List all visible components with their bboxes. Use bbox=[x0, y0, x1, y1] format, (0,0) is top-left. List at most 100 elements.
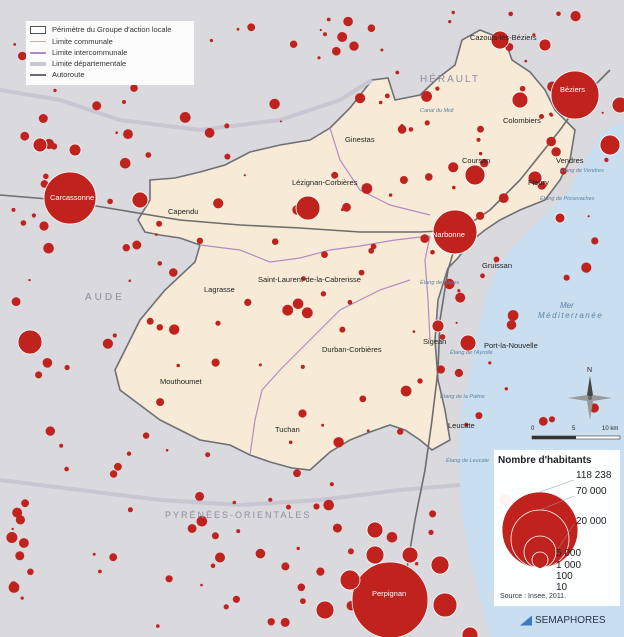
population-dot bbox=[367, 24, 376, 32]
region-label-herault: HÉRAULT bbox=[420, 72, 480, 85]
population-dot bbox=[538, 38, 552, 52]
population-dot bbox=[209, 38, 213, 43]
semaphores-logo: SEMAPHORES bbox=[520, 615, 606, 626]
population-dot bbox=[439, 334, 446, 340]
population-dot bbox=[43, 171, 97, 225]
population-dot bbox=[15, 551, 25, 561]
population-dot bbox=[15, 515, 25, 525]
population-dot bbox=[169, 324, 180, 335]
compass-rose bbox=[568, 376, 612, 420]
population-dot bbox=[431, 319, 445, 333]
population-dot bbox=[280, 617, 290, 627]
population-dot bbox=[293, 469, 301, 478]
population-dot bbox=[210, 563, 216, 569]
population-dot bbox=[156, 220, 163, 227]
place-label: Gruissan bbox=[482, 261, 512, 270]
population-dot bbox=[436, 365, 445, 374]
population-dot bbox=[281, 562, 290, 571]
population-dot bbox=[480, 273, 485, 279]
population-dot bbox=[548, 416, 556, 423]
place-label: Colombiers bbox=[503, 116, 541, 125]
population-dot bbox=[488, 361, 492, 365]
population-dot bbox=[347, 299, 353, 305]
population-dot bbox=[591, 237, 599, 245]
legend-item-gal-perimeter: Périmètre du Groupe d'action locale bbox=[30, 25, 171, 34]
population-dot bbox=[292, 298, 304, 310]
population-dot bbox=[267, 618, 275, 626]
population-dot bbox=[464, 164, 486, 186]
population-dot bbox=[244, 298, 252, 306]
population-dot bbox=[122, 100, 126, 104]
legend-swatch-box bbox=[30, 25, 46, 34]
population-dot bbox=[347, 548, 354, 555]
population-dot bbox=[370, 243, 377, 250]
population-dot bbox=[126, 451, 132, 456]
population-dot bbox=[157, 261, 163, 266]
legend-swatch-line bbox=[30, 73, 46, 76]
size-legend-value: 118 238 bbox=[576, 470, 612, 481]
population-dot bbox=[316, 567, 325, 576]
population-dot bbox=[457, 289, 461, 293]
population-dot bbox=[236, 529, 241, 534]
population-dots bbox=[6, 10, 624, 637]
population-dot bbox=[115, 131, 118, 134]
population-dot bbox=[102, 338, 113, 349]
population-dot bbox=[204, 127, 215, 138]
population-dot bbox=[43, 242, 54, 254]
population-dot bbox=[22, 544, 25, 547]
population-dot bbox=[361, 183, 373, 194]
scale-label-0: 0 bbox=[531, 426, 535, 432]
population-dot bbox=[211, 358, 220, 367]
population-dot bbox=[42, 358, 53, 368]
water-label-pissevaches: Étang de Pissevaches bbox=[540, 195, 595, 202]
population-dot bbox=[408, 127, 414, 132]
population-dot bbox=[508, 11, 513, 17]
population-dot bbox=[366, 521, 384, 539]
population-dot bbox=[187, 524, 197, 533]
scale-label-10: 10 km bbox=[602, 426, 618, 432]
logo-text: SEMAPHORES bbox=[535, 615, 606, 626]
population-dot bbox=[11, 527, 14, 531]
place-label: Durban-Corbières bbox=[322, 345, 382, 354]
place-label: Ginestas bbox=[345, 135, 375, 144]
population-size-legend: Nombre d'habitants 118 238 70 000 20 000… bbox=[494, 450, 620, 606]
population-dot bbox=[19, 538, 29, 548]
population-dot bbox=[20, 131, 30, 141]
population-dot bbox=[358, 269, 365, 276]
population-dot bbox=[130, 84, 138, 92]
population-dot bbox=[397, 125, 407, 134]
population-dot bbox=[397, 428, 404, 435]
population-dot bbox=[297, 583, 306, 592]
population-dot bbox=[11, 207, 16, 212]
population-dot bbox=[349, 41, 359, 51]
population-dot bbox=[611, 96, 624, 114]
population-dot bbox=[301, 276, 306, 281]
population-dot bbox=[53, 88, 57, 93]
population-dot bbox=[454, 368, 463, 378]
population-dot bbox=[399, 176, 408, 184]
population-dot bbox=[196, 237, 204, 244]
legend-swatch-line bbox=[30, 41, 46, 42]
size-legend-value: 70 000 bbox=[576, 486, 607, 497]
population-dot bbox=[556, 11, 561, 17]
place-label: Tuchan bbox=[275, 425, 300, 434]
population-dot bbox=[155, 233, 158, 236]
population-dot bbox=[39, 221, 49, 231]
legend-item-departmental: Limite départementale bbox=[30, 59, 126, 68]
size-legend-value: 1 000 bbox=[556, 560, 582, 571]
population-dot bbox=[412, 330, 416, 333]
population-dot bbox=[331, 171, 339, 179]
population-dot bbox=[604, 157, 609, 163]
legend-item-intercommunal: Limite intercommunale bbox=[30, 48, 127, 57]
population-dot bbox=[429, 510, 437, 518]
population-dot bbox=[339, 569, 361, 591]
legend-label: Limite intercommunale bbox=[52, 48, 128, 57]
population-dot bbox=[279, 120, 282, 123]
population-dot bbox=[417, 378, 423, 384]
population-dot bbox=[112, 333, 117, 338]
population-dot bbox=[213, 198, 224, 209]
scale-label-5: 5 bbox=[572, 426, 576, 432]
departmental-limits bbox=[0, 78, 461, 508]
place-label: Perpignan bbox=[372, 589, 406, 598]
